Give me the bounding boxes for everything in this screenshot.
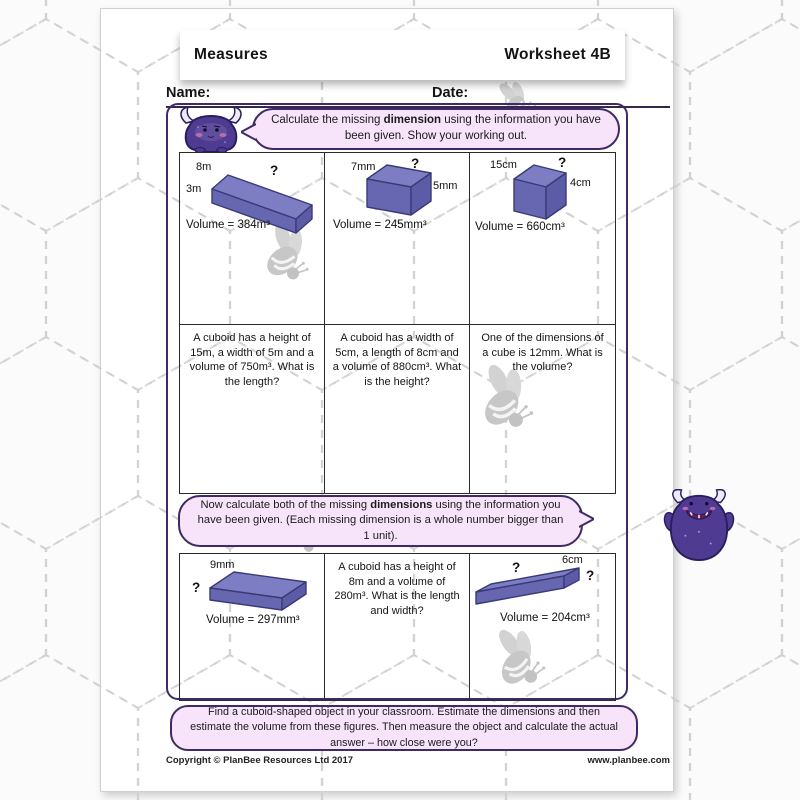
website-text: www.planbee.com [587, 755, 670, 766]
dimension-label: 6cm [562, 554, 583, 566]
missing-dimension-mark: ? [586, 568, 595, 583]
worksheet-content: Measures Worksheet 4B Name: Date: [100, 8, 735, 790]
problem-cell-6: One of the dimensions of a cube is 12mm.… [470, 325, 615, 493]
volume-label: Volume = 660cm³ [475, 221, 565, 233]
instruction-text: Now calculate both of the missing dimens… [197, 499, 564, 542]
word-problem: A cuboid has a height of 8m and a volume… [334, 561, 460, 617]
dimension-label: 9mm [210, 559, 235, 571]
name-label: Name: [166, 85, 211, 101]
volume-label: Volume = 384m³ [186, 219, 271, 231]
monster-icon [180, 105, 242, 153]
missing-dimension-mark: ? [270, 163, 279, 178]
problem-cell-4: A cuboid has a height of 15m, a width of… [180, 325, 325, 493]
date-label: Date: [432, 85, 469, 101]
monster-icon [663, 489, 735, 561]
cuboid-figure [513, 164, 567, 220]
dimension-label: 7mm [351, 161, 376, 173]
problem-grid-bottom: 9mm ? Volume = 297mm³ A cuboid has a hei… [179, 553, 616, 701]
extension-task-text: Find a cuboid-shaped object in your clas… [190, 705, 618, 749]
instruction-text: Calculate the missing dimension using th… [271, 114, 601, 142]
extension-task-box: Find a cuboid-shaped object in your clas… [170, 705, 638, 751]
volume-label: Volume = 297mm³ [206, 614, 300, 626]
problem-cell-3: 15cm ? 4cm Volume = 660cm³ [470, 153, 615, 325]
word-problem: A cuboid has a width of 5cm, a length of… [332, 332, 462, 388]
instruction-bubble-top: Calculate the missing dimension using th… [241, 108, 620, 150]
main-container: Calculate the missing dimension using th… [166, 103, 735, 701]
missing-dimension-mark: ? [512, 560, 521, 575]
problem-cell-5: A cuboid has a width of 5cm, a length of… [325, 325, 470, 493]
speech-bubble-tail [241, 123, 256, 141]
instruction-bubble-middle: Now calculate both of the missing dimens… [178, 495, 594, 547]
missing-dimension-mark: ? [411, 156, 420, 171]
copyright-text: Copyright © PlanBee Resources Ltd 2017 [166, 755, 354, 766]
problem-cell-1: 8m 3m ? Volume = 384m³ [180, 153, 325, 325]
problem-cell-7: 9mm ? Volume = 297mm³ [180, 554, 325, 700]
dimension-label: 8m [196, 161, 212, 173]
dimension-label: 3m [186, 183, 202, 195]
footer: Copyright © PlanBee Resources Ltd 2017 w… [166, 755, 670, 766]
missing-dimension-mark: ? [192, 580, 201, 595]
speech-bubble-tail [579, 510, 594, 528]
page-title: Measures [194, 46, 268, 63]
dimension-label: 5mm [433, 180, 458, 192]
cuboid-figure [211, 174, 313, 234]
volume-label: Volume = 245mm³ [333, 219, 427, 231]
cuboid-figure [209, 571, 307, 611]
word-problem: A cuboid has a height of 15m, a width of… [189, 332, 315, 388]
problem-cell-9: ? 6cm ? Volume = 204cm³ [470, 554, 615, 700]
volume-label: Volume = 204cm³ [500, 612, 590, 624]
cuboid-figure [366, 164, 432, 216]
missing-dimension-mark: ? [558, 155, 567, 170]
header-band: Measures Worksheet 4B [180, 30, 625, 80]
problem-cell-2: 7mm ? 5mm Volume = 245mm³ [325, 153, 470, 325]
problem-cell-8: A cuboid has a height of 8m and a volume… [325, 554, 470, 700]
problem-grid-top: 8m 3m ? Volume = 384m³ 7mm ? 5mm Volume … [179, 152, 616, 494]
worksheet-number: Worksheet 4B [504, 46, 611, 63]
dimension-label: 15cm [490, 159, 517, 171]
dimension-label: 4cm [570, 177, 591, 189]
word-problem: One of the dimensions of a cube is 12mm.… [481, 332, 604, 374]
